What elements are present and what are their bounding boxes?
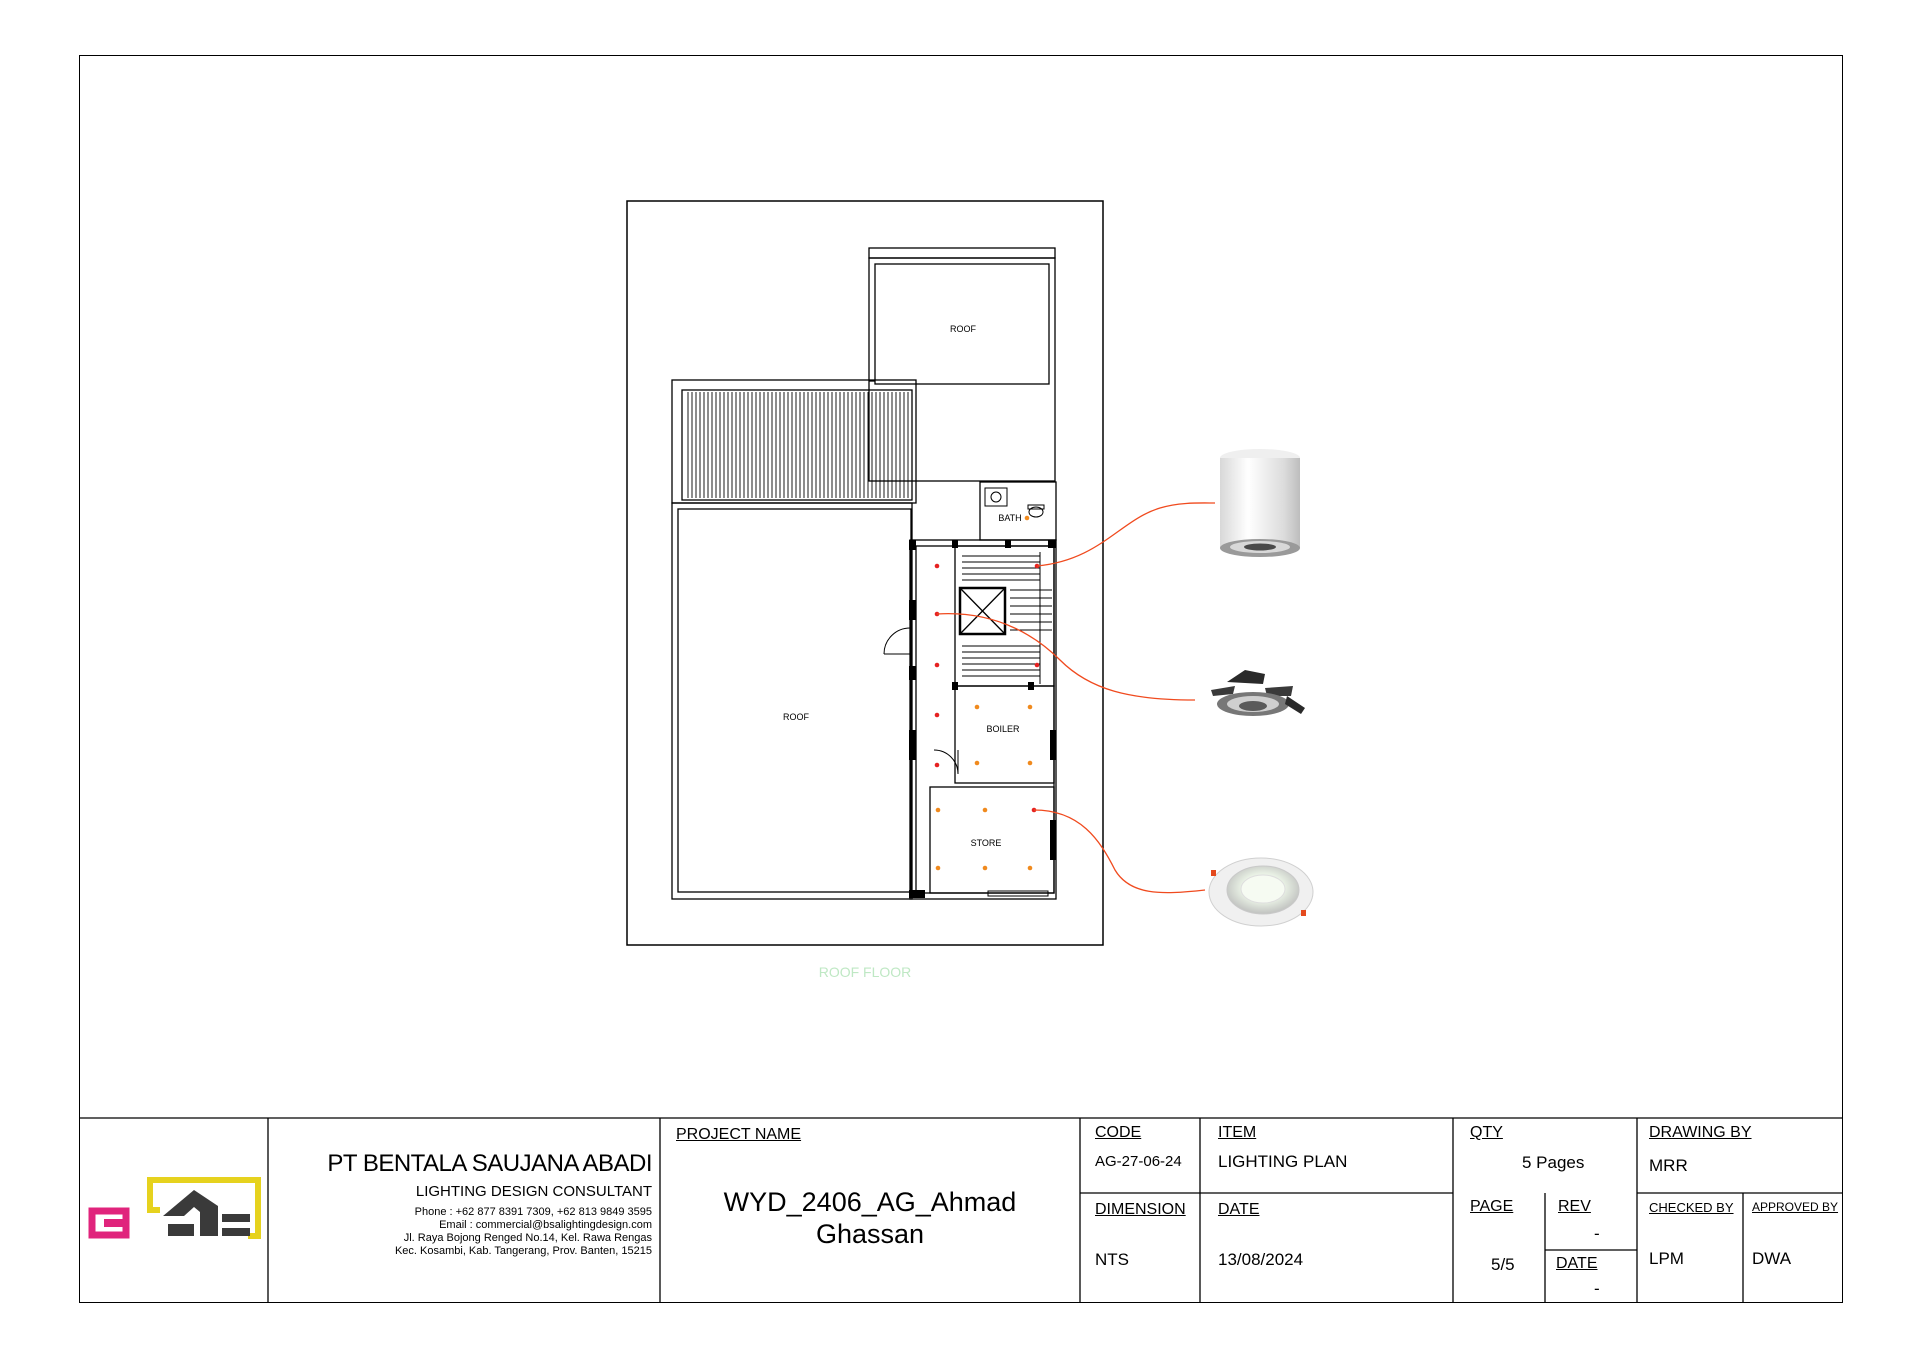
- company-email: Email : commercial@bsalightingdesign.com: [439, 1219, 652, 1231]
- company-name: PT BENTALA SAUJANA ABADI: [327, 1150, 652, 1177]
- wall-columns: [909, 540, 1056, 898]
- approved-by-label: APPROVED BY: [1752, 1200, 1839, 1214]
- project-name-value: WYD_2406_AG_Ahmad Ghassan: [660, 1186, 1080, 1250]
- item-value: LIGHTING PLAN: [1218, 1152, 1348, 1171]
- drawing-frame: [79, 55, 1843, 1303]
- rev-value: -: [1594, 1224, 1600, 1243]
- checked-by-value: LPM: [1649, 1249, 1684, 1268]
- qty-label: QTY: [1470, 1124, 1503, 1141]
- room-label-roof-top: ROOF: [950, 324, 977, 334]
- surface-cylinder-downlight-icon: [1220, 449, 1300, 557]
- company-contact: Phone : +62 877 8391 7309, +62 813 9849 …: [395, 1206, 652, 1258]
- company-address-1: Jl. Raya Bojong Renged No.14, Kel. Rawa …: [403, 1232, 652, 1244]
- page-label: PAGE: [1470, 1198, 1514, 1215]
- room-label-store: STORE: [971, 838, 1002, 848]
- drawing-by-value: MRR: [1649, 1156, 1688, 1175]
- stair-treads: [962, 552, 1052, 684]
- project-name-line-1: WYD_2406_AG_Ahmad: [723, 1187, 1017, 1217]
- company-address-2: Kec. Kosambi, Kab. Tangerang, Prov. Bant…: [394, 1245, 652, 1257]
- date-value: 13/08/2024: [1218, 1250, 1304, 1269]
- code-value: AG-27-06-24: [1095, 1153, 1182, 1170]
- company-subtitle: LIGHTING DESIGN CONSULTANT: [415, 1183, 652, 1200]
- recessed-adjustable-spotlight-icon: [1211, 670, 1305, 716]
- page-value: 5/5: [1491, 1255, 1515, 1274]
- fixture-leaders: [936, 502, 1216, 894]
- item-label: ITEM: [1218, 1124, 1257, 1141]
- dimension-value: NTS: [1095, 1250, 1129, 1269]
- recessed-downlight-icon: [1208, 857, 1314, 927]
- checked-by-label: CHECKED BY: [1649, 1200, 1734, 1215]
- rev-date-label: DATE: [1556, 1255, 1598, 1272]
- rev-date-value: -: [1594, 1279, 1600, 1298]
- approved-by-value: DWA: [1752, 1249, 1792, 1268]
- company-phone: Phone : +62 877 8391 7309, +62 813 9849 …: [414, 1206, 652, 1218]
- roof-hatching: [687, 392, 909, 498]
- project-name-line-2: Ghassan: [815, 1219, 925, 1249]
- doors: [883, 627, 1049, 897]
- code-label: CODE: [1095, 1124, 1142, 1141]
- light-points-red: [934, 563, 1040, 813]
- rev-label: REV: [1558, 1198, 1591, 1215]
- qty-value: 5 Pages: [1522, 1153, 1585, 1172]
- room-label-boiler: BOILER: [986, 724, 1020, 734]
- date-label: DATE: [1218, 1201, 1260, 1218]
- bath-fixtures: [984, 487, 1045, 518]
- company-logo: [88, 1177, 261, 1239]
- project-name-label: PROJECT NAME: [676, 1126, 802, 1143]
- drawing-by-label: DRAWING BY: [1649, 1124, 1752, 1141]
- plan-sheet-border: [626, 200, 1104, 946]
- dimension-label: DIMENSION: [1095, 1201, 1186, 1218]
- room-label-bath: BATH: [998, 513, 1021, 523]
- room-label-roof-main: ROOF: [783, 712, 810, 722]
- title-block-grid: [79, 1117, 1843, 1303]
- plan-caption: ROOF FLOOR: [819, 964, 912, 980]
- light-points-orange: [935, 515, 1033, 871]
- building-walls: [671, 247, 1057, 900]
